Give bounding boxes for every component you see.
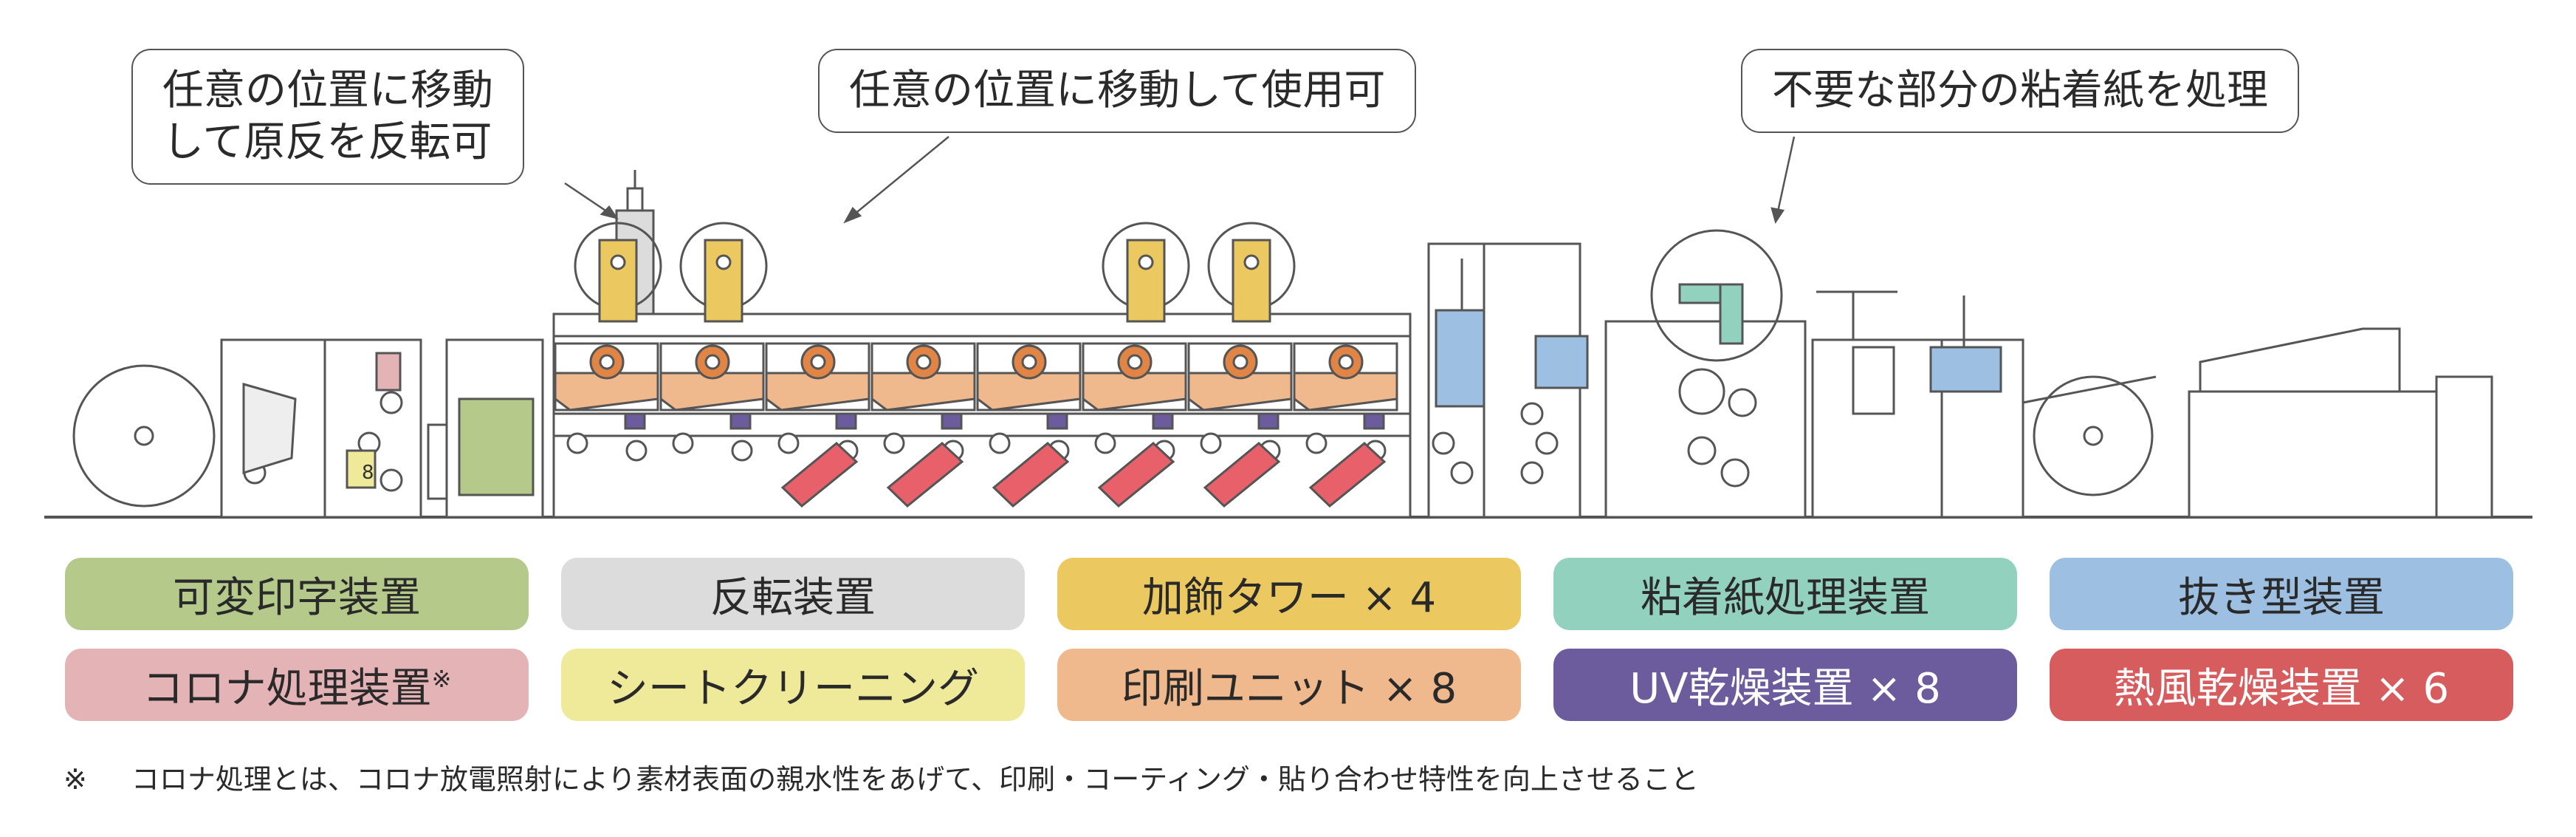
uv-dryer [729, 412, 752, 430]
hot-air-dryer [1203, 442, 1281, 508]
decoration-tower [1232, 239, 1271, 323]
legend-item: 印刷ユニット × 8 [1057, 649, 1521, 721]
decoration-tower [704, 239, 743, 323]
callout-waste: 不要な部分の粘着紙を処理 [1741, 49, 2299, 133]
callout-flip-line-2: して原反を反転可 [162, 118, 492, 166]
print-unit [554, 372, 659, 411]
callout-tower-line-1: 任意の位置に移動して使用可 [849, 66, 1386, 115]
legend-item: 反転装置 [561, 558, 1025, 630]
hot-air-dryer [1308, 442, 1387, 508]
callout-flip: 任意の位置に移動 して原反を反転可 [131, 49, 524, 185]
machine-diagram: 8 [44, 136, 2532, 519]
print-cylinder-hub [916, 354, 932, 370]
print-unit [1187, 372, 1293, 411]
tower-hub [1243, 254, 1260, 270]
guide-roller [731, 440, 753, 462]
uv-dryer [941, 412, 963, 430]
hot-air-dryer [886, 442, 964, 508]
print-unit [870, 372, 976, 411]
tower-hub [1138, 254, 1154, 270]
guide-roller [1200, 432, 1222, 454]
uv-dryer [1363, 412, 1385, 430]
legend-item: コロナ処理装置※ [65, 649, 529, 721]
guide-roller [566, 432, 588, 454]
rewind-unit [2022, 375, 2157, 496]
print-unit [976, 372, 1082, 411]
print-cylinder-hub [599, 354, 615, 370]
print-cylinder-hub [1232, 354, 1248, 370]
footnote-mark: ※ [63, 763, 87, 796]
uv-dryer [1152, 412, 1174, 430]
guide-roller [989, 432, 1011, 454]
die-cut-unit-2 [1483, 242, 1589, 519]
print-cylinder-hub [1127, 354, 1143, 370]
print-unit [1293, 372, 1398, 411]
callout-flip-line-1: 任意の位置に移動 [162, 66, 493, 115]
waste-unit [1604, 229, 1807, 519]
print-unit [765, 372, 870, 411]
uv-dryer [1257, 412, 1280, 430]
hot-air-dryer [1097, 442, 1175, 508]
uv-dryer [835, 412, 857, 430]
callout-tower: 任意の位置に移動して使用可 [818, 49, 1417, 133]
uv-dryer [624, 412, 646, 430]
tower-hub [715, 254, 732, 270]
print-cylinder-hub [1021, 354, 1037, 370]
legend-item: 粘着紙処理装置 [1553, 558, 2017, 630]
variable-print-unit [427, 338, 544, 519]
legend-item: 加飾タワー × 4 [1057, 558, 1521, 630]
legend-item: 可変印字装置 [65, 558, 529, 630]
print-unit [1082, 372, 1187, 411]
legend-item: 熱風乾燥装置 × 6 [2050, 649, 2513, 721]
guide-roller [777, 432, 800, 454]
print-cylinder-hub [810, 354, 826, 370]
hot-air-dryer [992, 442, 1070, 508]
legend-item: シートクリーニング [561, 649, 1025, 721]
unwind-unit [72, 338, 326, 519]
legend-item: 抜き型装置 [2050, 558, 2513, 630]
guide-roller [883, 432, 905, 454]
print-cylinder-hub [1338, 354, 1354, 370]
arrow-icon [564, 136, 1796, 224]
uv-dryer [1046, 412, 1068, 430]
guide-roller [672, 432, 694, 454]
tower-hub [610, 254, 626, 270]
unit-number-label: 8 [362, 462, 374, 484]
stacker-unit [2188, 327, 2493, 519]
legend-item: UV乾燥装置 × 8 [1553, 649, 2017, 721]
print-cylinder-hub [704, 354, 721, 370]
footnote: ※ コロナ処理とは、コロナ放電照射により素材表面の親水性をあげて、印刷・コーティン… [63, 756, 1699, 797]
decoration-tower [1126, 239, 1166, 323]
print-unit [659, 372, 765, 411]
hot-air-dryer [780, 442, 859, 508]
decoration-tower [598, 239, 638, 323]
footnote-text: コロナ処理とは、コロナ放電照射により素材表面の親水性をあげて、印刷・コーティング… [131, 763, 1699, 796]
guide-roller [1094, 432, 1116, 454]
matrix-station [1811, 290, 1943, 519]
guide-roller [625, 440, 648, 462]
callout-waste-line-1: 不要な部分の粘着紙を処理 [1772, 66, 2268, 115]
die-cut-unit-3 [1929, 295, 2024, 519]
printing-units [554, 222, 1398, 508]
guide-roller [1305, 432, 1328, 454]
corona-unit: 8 [323, 338, 422, 519]
